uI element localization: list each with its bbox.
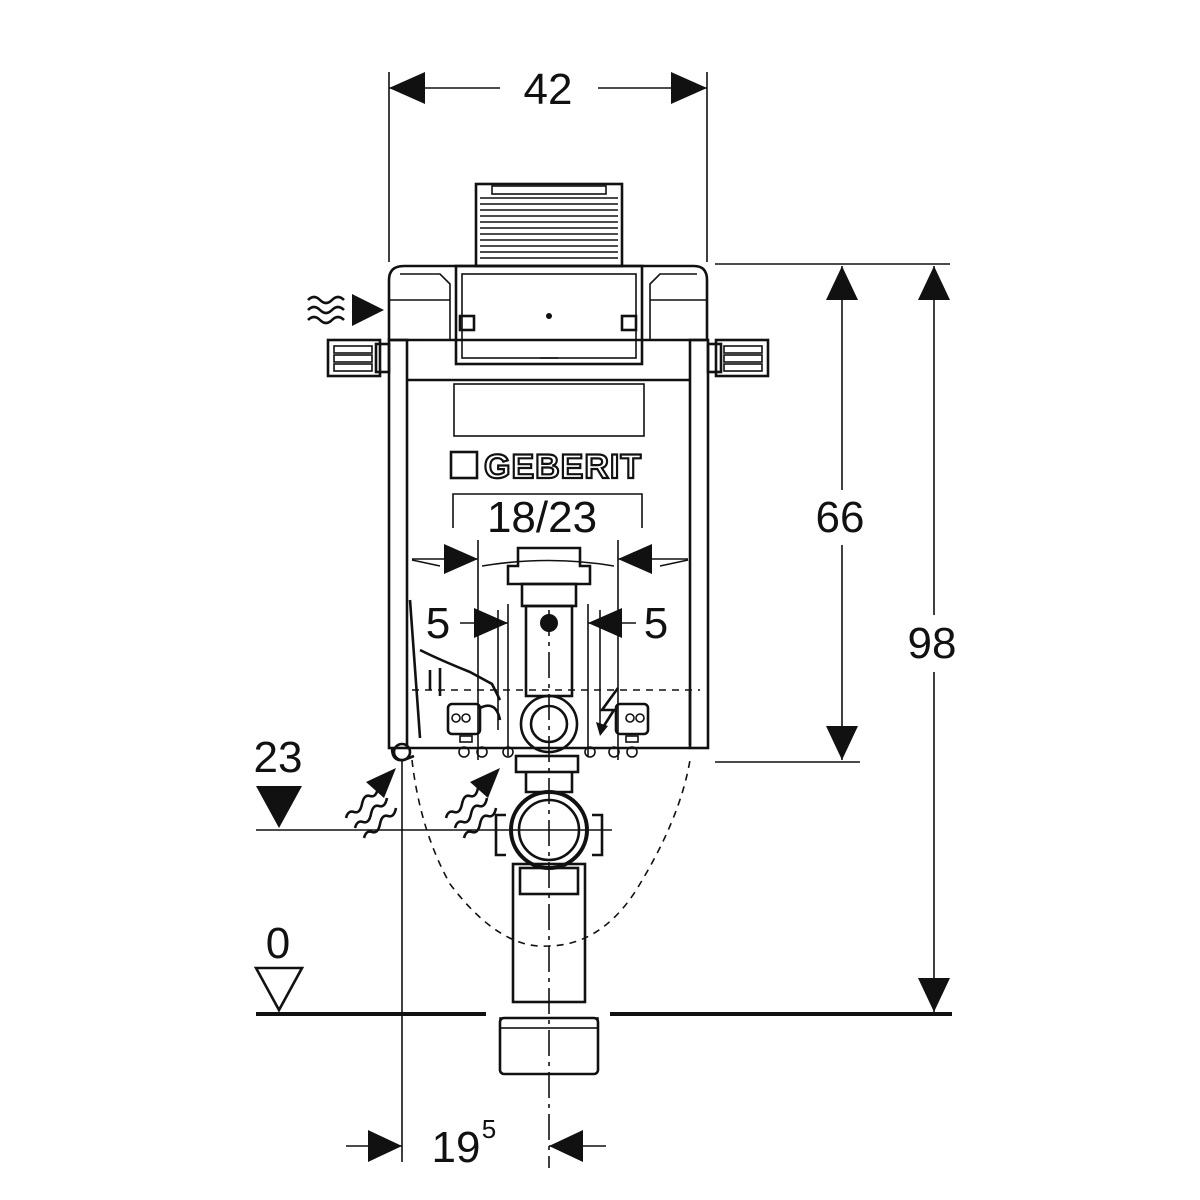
arrow-left-icon (588, 608, 622, 638)
dimension-inner-spacing: 18/23 (412, 493, 688, 760)
arrow-left-icon (389, 72, 425, 104)
arrow-right-icon (671, 72, 707, 104)
center-dot (546, 313, 552, 319)
frame-upright-left (387, 338, 409, 750)
arrow-up-icon (918, 266, 950, 300)
arrow-right-icon (368, 1130, 402, 1162)
socket-left (446, 702, 482, 736)
cistern-top (474, 182, 624, 268)
dimension-offset-left: 5 (426, 599, 509, 756)
cistern-left-detail (400, 273, 451, 340)
cistern-outline (387, 264, 709, 342)
cistern-body (387, 264, 709, 437)
wavy-arrow-icon (444, 768, 500, 839)
level-0-marker: 0 (253, 919, 952, 1016)
arrow-up-icon (826, 266, 858, 300)
brand-name: GEBERIT (484, 448, 642, 486)
socket-right (614, 702, 650, 736)
actuator-ribs (480, 197, 618, 259)
bracket-left-body (326, 338, 382, 378)
inner-details (390, 559, 700, 762)
triangle-filled-icon (256, 786, 302, 828)
dimension-label-18-23: 18/23 (487, 493, 597, 542)
fixing-square-right (620, 314, 638, 332)
brand-logo: GEBERIT (449, 447, 642, 487)
dimension-label-19: 19 (432, 1123, 481, 1172)
bracket-right (706, 338, 770, 378)
dimension-height-66: 66 (715, 263, 950, 763)
fixing-square-left (458, 314, 476, 332)
dimension-label-sup-5: 5 (482, 1114, 496, 1144)
dimension-width-top: 42 (388, 65, 708, 262)
dimension-label-66: 66 (816, 493, 865, 542)
actuator-box (474, 182, 624, 268)
arrow-left-icon (618, 544, 652, 574)
arrow-right-icon (474, 608, 508, 638)
dimension-label-42: 42 (524, 65, 573, 114)
arrow-right-icon (444, 544, 478, 574)
bracket-18-23 (452, 493, 643, 528)
dimension-label-98: 98 (908, 619, 957, 668)
lower-panel (453, 383, 645, 437)
dimension-offset-bottom: 19 5 (346, 760, 606, 1172)
level-label-23: 23 (254, 733, 303, 782)
frame-upright-right (688, 338, 710, 750)
wavy-arrow-icon (307, 294, 384, 326)
cistern-right-detail (649, 273, 697, 340)
arrow-down-icon (918, 978, 950, 1012)
dimension-offset-right: 5 (587, 599, 668, 756)
wavy-arrow-icon (344, 768, 398, 839)
lightning-icon (596, 687, 620, 736)
dimension-height-98: 98 (908, 266, 957, 1012)
arrow-left-icon (549, 1130, 583, 1162)
pipe-connector-top (506, 546, 592, 586)
flush-pipe (481, 546, 615, 754)
bracket-right-body (714, 338, 770, 378)
flush-opening (454, 264, 644, 366)
wc-bowl-outline (411, 759, 691, 947)
logo-square-icon (449, 450, 479, 480)
dimension-label-5-left: 5 (426, 599, 450, 648)
level-label-0: 0 (266, 919, 290, 968)
level-23-marker: 23 (254, 733, 612, 831)
actuator-cap (491, 185, 607, 195)
triangle-open-icon (253, 966, 305, 1013)
dimension-label-5-right: 5 (644, 599, 668, 648)
arrow-down-icon (826, 726, 858, 760)
bracket-left (326, 338, 391, 378)
foot-left (392, 742, 412, 762)
drain-flange (514, 754, 580, 774)
